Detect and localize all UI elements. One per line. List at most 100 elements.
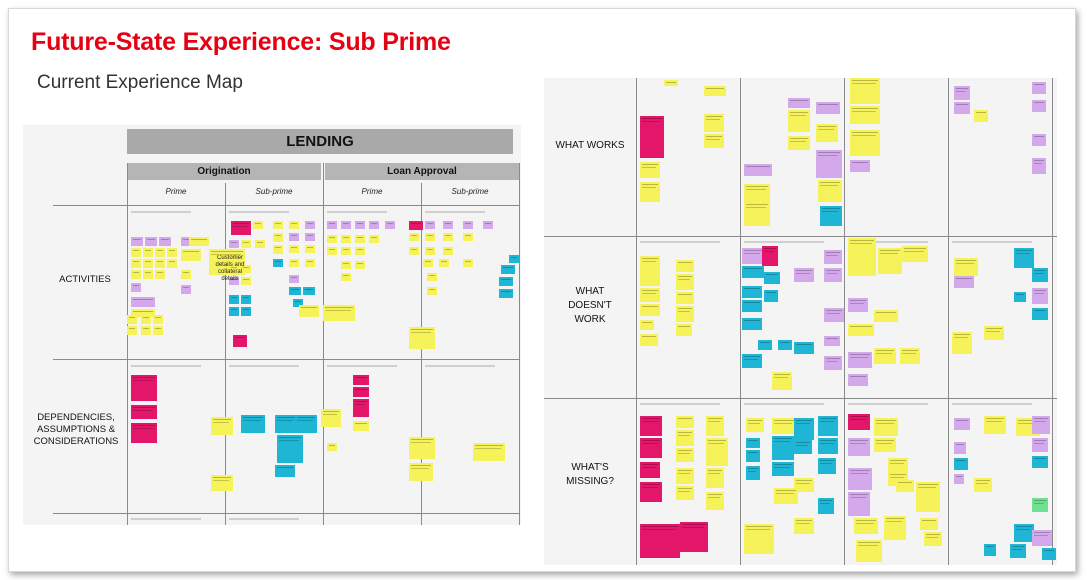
sticky-note: [241, 240, 251, 248]
sticky-note: [640, 416, 662, 436]
sticky-note: [676, 430, 694, 446]
sticky-note: [289, 275, 299, 283]
sticky-note: [289, 221, 299, 229]
grid-line: [53, 205, 519, 206]
sticky-note: [409, 463, 433, 481]
sticky-note: [640, 188, 644, 192]
sticky-note: [850, 78, 880, 104]
sticky-note: [1032, 100, 1046, 112]
sticky-note: [824, 268, 842, 282]
sticky-note: [818, 498, 834, 514]
grid-line: [636, 78, 637, 565]
sticky-note: [327, 443, 337, 451]
sticky-note: [131, 297, 155, 307]
sticky-note: [954, 442, 966, 454]
row-label-whats-missing: WHAT'S MISSING?: [566, 462, 614, 487]
grid-line: [53, 359, 519, 360]
sticky-note: [327, 221, 337, 229]
grid-line: [544, 236, 1057, 237]
sticky-note: [640, 162, 660, 178]
grid-line: [323, 163, 324, 525]
subhead-subprime-2: Sub-prime: [451, 187, 489, 196]
sticky-note: [305, 245, 315, 253]
sticky-note: [744, 202, 770, 226]
sticky-note: [143, 259, 153, 268]
ghost-text: [327, 211, 387, 213]
sticky-note: [984, 326, 1004, 340]
sticky-note: [640, 334, 658, 346]
sticky-note: [848, 468, 872, 490]
sticky-note: [155, 248, 165, 257]
sticky-note: [253, 221, 263, 229]
sticky-note: [916, 482, 940, 512]
sticky-note: [974, 478, 992, 492]
sticky-note: [874, 310, 898, 322]
grid-line: [1052, 78, 1053, 565]
sticky-note: [772, 436, 794, 460]
sticky-note: [772, 372, 792, 390]
sticky-note: [211, 475, 233, 491]
sticky-note: [409, 247, 419, 255]
sticky-note: [295, 415, 317, 433]
sticky-note: [676, 468, 694, 484]
sticky-note: [742, 248, 764, 264]
sticky-note: [1032, 438, 1048, 452]
sticky-note: [706, 468, 724, 488]
sticky-note: [409, 221, 423, 230]
sticky-note: [241, 307, 251, 316]
sticky-note: [824, 250, 842, 264]
sticky-note: [355, 261, 365, 269]
sticky-note: [676, 260, 694, 272]
sticky-note: [1010, 544, 1026, 558]
sticky-note: [974, 110, 988, 122]
sticky-note: [1014, 524, 1034, 542]
sticky-note: [640, 462, 660, 478]
sticky-note: [131, 283, 141, 292]
sticky-note: [167, 248, 177, 257]
sticky-note: [676, 448, 694, 462]
sticky-note: [856, 540, 882, 562]
sticky-note: [816, 150, 842, 178]
sticky-note: [1032, 288, 1048, 304]
sticky-note: [874, 418, 898, 436]
grid-line: [519, 163, 520, 525]
sticky-note: [167, 259, 177, 268]
sticky-note: [774, 488, 798, 504]
sticky-note: [848, 324, 874, 336]
sticky-note: [758, 340, 772, 350]
sticky-note: [353, 399, 369, 417]
sticky-note: [341, 273, 351, 281]
sticky-note: [155, 270, 165, 279]
sticky-note: [640, 116, 664, 158]
sticky-note: [1032, 268, 1048, 282]
ghost-text: [425, 365, 495, 367]
sticky-note: [848, 238, 876, 276]
sticky-note: [924, 532, 942, 546]
sticky-note: [1014, 292, 1026, 302]
sticky-note: [640, 320, 654, 330]
sticky-note: [233, 335, 247, 347]
section-loan-approval: Loan Approval: [325, 163, 519, 180]
sticky-note: [742, 300, 762, 312]
sticky-note: [499, 289, 513, 298]
sticky-note: [241, 277, 251, 285]
subhead-subprime-1: Sub-prime: [255, 187, 293, 196]
grid-line: [53, 513, 519, 514]
lending-header: LENDING: [127, 129, 513, 154]
sticky-note: [369, 221, 379, 229]
ghost-text: [848, 241, 928, 243]
sticky-note: [794, 518, 814, 534]
sticky-note: [241, 295, 251, 304]
sticky-note: [902, 246, 928, 262]
sticky-note: [676, 324, 692, 336]
sticky-note: [145, 237, 157, 246]
ghost-text: [327, 365, 397, 367]
sticky-note: [131, 375, 157, 401]
sticky-note: [640, 482, 662, 502]
sticky-note: [229, 277, 239, 285]
sticky-note: [427, 287, 437, 295]
sticky-note: [900, 348, 920, 364]
sticky-note: [704, 86, 726, 96]
subhead-prime-2: Prime: [361, 187, 383, 196]
lending-board: LENDING Origination Loan Approval Prime …: [23, 125, 521, 525]
